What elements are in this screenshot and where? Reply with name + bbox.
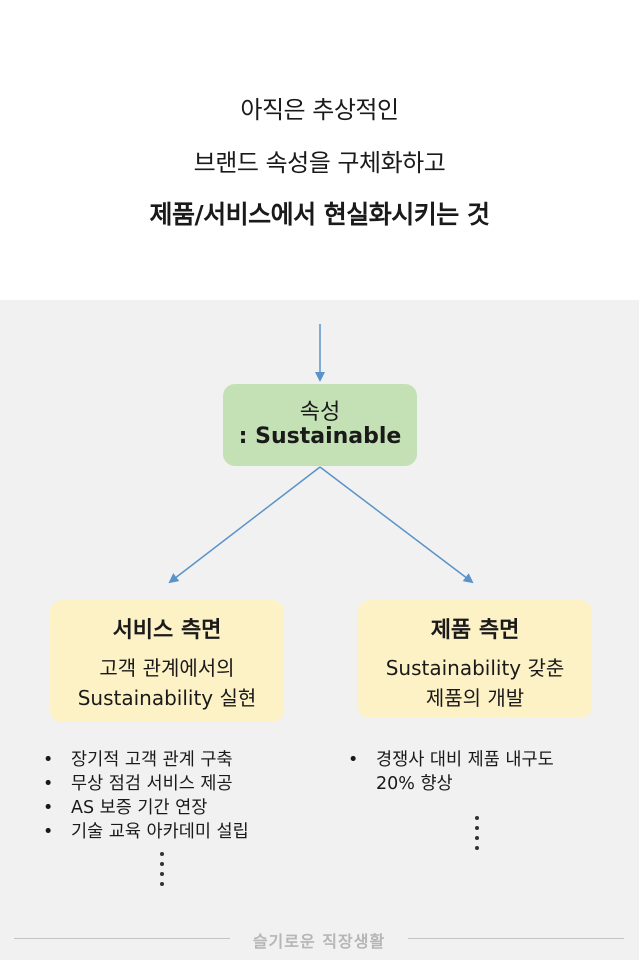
attribute-label: 속성	[299, 400, 341, 425]
intro-line-3: 제품/서비스에서 현실화시키는 것	[149, 200, 490, 229]
list-item: 경쟁사 대비 제품 내구도	[348, 748, 554, 772]
footer-divider-left	[14, 938, 230, 939]
intro-section: 아직은 추상적인 브랜드 속성을 구체화하고 제품/서비스에서 현실화시키는 것	[0, 0, 639, 300]
product-box: 제품 측면 Sustainability 갖춘 제품의 개발	[358, 600, 592, 718]
left-branch-arrow	[168, 466, 321, 584]
service-desc-1: 고객 관계에서의	[99, 656, 235, 680]
product-desc-1: Sustainability 갖춘	[385, 656, 565, 680]
intro-line-1: 아직은 추상적인	[240, 96, 399, 124]
arrows	[168, 324, 474, 584]
product-list: 경쟁사 대비 제품 내구도 20% 향상	[348, 748, 554, 796]
attribute-box: 속성 : Sustainable	[223, 384, 417, 466]
attribute-value: : Sustainable	[238, 424, 402, 449]
list-item: 장기적 고객 관계 구축	[43, 748, 249, 772]
service-box: 서비스 측면 고객 관계에서의 Sustainability 실현	[50, 600, 284, 722]
diagram-section: 속성 : Sustainable 서비스 측면 고객 관계에서의 Sustain…	[0, 300, 639, 960]
footer-watermark: 슬기로운 직장생활	[252, 932, 386, 951]
more-dots	[474, 816, 480, 856]
list-item: 기술 교육 아카데미 설립	[43, 820, 249, 844]
list-item: 무상 점검 서비스 제공	[43, 772, 249, 796]
right-branch-arrow	[319, 466, 474, 584]
service-list: 장기적 고객 관계 구축 무상 점검 서비스 제공 AS 보증 기간 연장 기술…	[43, 748, 249, 844]
service-desc-2: Sustainability 실현	[77, 686, 257, 710]
list-item: AS 보증 기간 연장	[43, 796, 249, 820]
intro-line-2: 브랜드 속성을 구체화하고	[193, 149, 446, 177]
more-dots	[159, 852, 165, 892]
list-item-continuation: 20% 향상	[376, 774, 453, 794]
product-title: 제품 측면	[430, 618, 520, 643]
service-title: 서비스 측면	[112, 618, 222, 643]
product-desc-2: 제품의 개발	[425, 686, 525, 710]
footer-divider-right	[408, 938, 624, 939]
